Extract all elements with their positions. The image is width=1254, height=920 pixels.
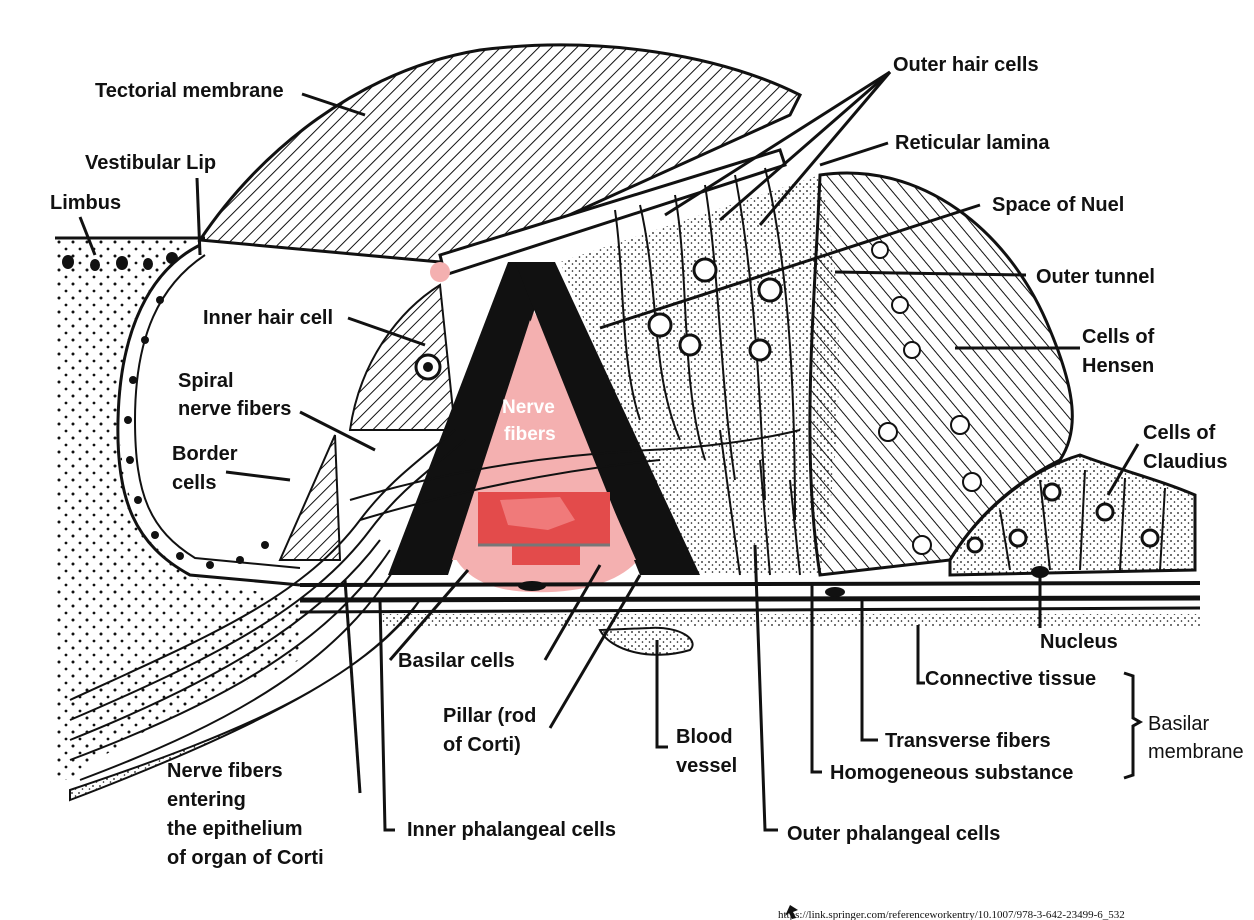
label-blood-vessel-2: vessel <box>676 755 737 777</box>
label-pillar-2: of Corti) <box>443 734 521 756</box>
tectorial-membrane-shape <box>197 43 803 264</box>
label-vestibular-lip: Vestibular Lip <box>85 152 216 174</box>
label-claudius-1: Cells of <box>1143 422 1216 444</box>
label-connective-tissue: Connective tissue <box>925 668 1096 690</box>
label-hensen-1: Cells of <box>1082 326 1155 348</box>
label-claudius-2: Claudius <box>1143 451 1227 473</box>
basilar-membrane-lines <box>299 581 1201 614</box>
cells-of-claudius-region <box>948 453 1197 577</box>
inner-sulcus-chain-inner <box>133 254 301 569</box>
inner-hair-cell-region <box>348 283 457 431</box>
claudius-cells <box>999 469 1166 571</box>
label-nerve-entering-4: of organ of Corti <box>167 847 324 869</box>
label-outer-tunnel: Outer tunnel <box>1036 266 1155 288</box>
label-space-of-nuel: Space of Nuel <box>992 194 1124 216</box>
labels: Tectorial membrane Vestibular Lip Limbus… <box>50 54 1244 920</box>
label-nerve-entering-2: entering <box>167 789 246 811</box>
label-basilar-membrane-1: Basilar <box>1148 713 1209 735</box>
border-cells-region <box>278 434 342 561</box>
label-tectorial-membrane: Tectorial membrane <box>95 80 284 102</box>
label-basilar-cells: Basilar cells <box>398 650 515 672</box>
source-cursor-icon <box>785 905 798 919</box>
hensen-nuclei <box>871 241 982 555</box>
nerve-fiber-bundle <box>69 429 801 781</box>
outer-hair-cell-zone <box>560 175 839 575</box>
outer-hair-cell-nuclei <box>647 257 783 362</box>
pillar-left <box>388 262 550 575</box>
label-basilar-membrane-2: membrane <box>1148 741 1244 763</box>
nucleus-dot <box>1031 566 1049 578</box>
label-nerve-entering-1: Nerve fibers <box>167 760 283 782</box>
label-outer-hair-cells: Outer hair cells <box>893 54 1039 76</box>
inner-sulcus-chain <box>116 243 301 587</box>
label-limbus: Limbus <box>50 192 121 214</box>
label-nerve-fibers-center-1: Nerve <box>502 397 555 418</box>
label-nucleus: Nucleus <box>1040 631 1118 653</box>
label-hensen-2: Hensen <box>1082 355 1154 377</box>
label-reticular-lamina: Reticular lamina <box>895 132 1050 154</box>
connective-tissue-strip <box>380 614 1200 626</box>
nerve-bundle-sheath <box>69 599 421 802</box>
label-blood-vessel-1: Blood <box>676 726 733 748</box>
highlight-red-light <box>500 497 575 530</box>
label-border-2: cells <box>172 472 216 494</box>
label-nerve-entering-3: the epithelium <box>167 818 303 840</box>
highlight-pink-dot <box>430 262 450 282</box>
label-inner-hair-cell: Inner hair cell <box>203 307 333 329</box>
label-border-1: Border <box>172 443 238 465</box>
pillar-right <box>515 262 700 575</box>
label-outer-phalangeal: Outer phalangeal cells <box>787 823 1000 845</box>
source-url: https://link.springer.com/referenceworke… <box>778 909 1125 920</box>
label-inner-phalangeal: Inner phalangeal cells <box>407 819 616 841</box>
limbus-region <box>55 240 300 780</box>
sulcus-cells <box>124 296 269 569</box>
label-spiral-1: Spiral <box>178 370 234 392</box>
label-pillar-1: Pillar (rod <box>443 705 536 727</box>
label-spiral-2: nerve fibers <box>178 398 291 420</box>
basilar-membrane-brace <box>1123 671 1144 780</box>
blood-vessel-blob <box>598 626 694 656</box>
homogeneous-nodule <box>825 587 845 597</box>
label-nerve-fibers-center-2: fibers <box>504 424 556 445</box>
leader-lines <box>78 70 1140 832</box>
label-transverse-fibers: Transverse fibers <box>885 730 1051 752</box>
label-homogeneous-substance: Homogeneous substance <box>830 762 1073 784</box>
